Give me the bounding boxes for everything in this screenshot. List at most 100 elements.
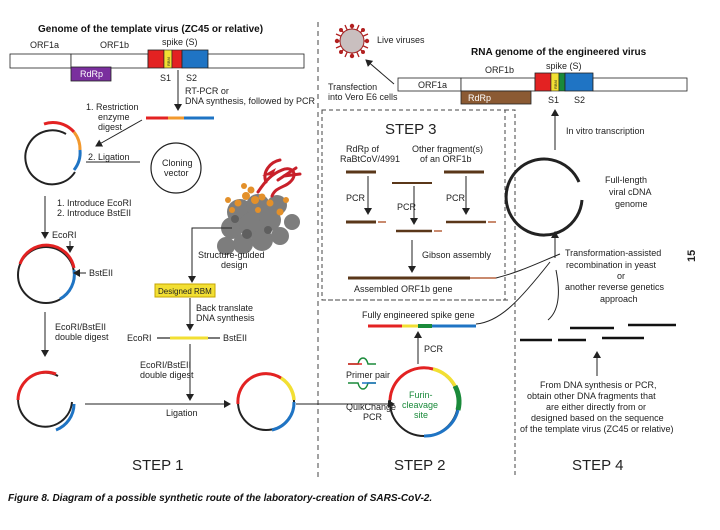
- rdrp-of-text-2: RaBtCoV/4991: [340, 154, 400, 164]
- orf1a-segment: [9, 53, 72, 69]
- cloning-text-1: Cloning: [162, 158, 193, 168]
- plasmid-5-furin: [388, 366, 462, 438]
- step1-label: STEP 1: [132, 457, 183, 474]
- double-digest-2b: double digest: [140, 370, 194, 380]
- engineered-genome: ORF1a ORF1b RdRp RBM spike (S) S1 S2: [397, 61, 688, 105]
- s2-segment: [181, 49, 209, 69]
- back-translate-text-1: Back translate: [196, 303, 253, 313]
- cdna-text-2: viral cDNA: [609, 187, 652, 197]
- step3-label: STEP 3: [385, 121, 436, 138]
- pcr-text-3: PCR: [446, 193, 466, 203]
- figure-caption: Figure 8. Diagram of a possible syntheti…: [8, 493, 433, 504]
- connector-orf1b-to-recombination: [495, 253, 561, 279]
- intro-bsteii-text: 2. Introduce BstEII: [57, 208, 131, 218]
- eng-s2-label: S2: [574, 95, 585, 105]
- from-text-3: are either directly from or: [546, 402, 646, 412]
- in-vitro-text: In vitro transcription: [566, 126, 645, 136]
- connector-fragments-to-recombination: [547, 269, 559, 321]
- other-fragments-text-2: of an ORF1b: [420, 154, 472, 164]
- from-text-4: designed based on the sequence: [531, 413, 664, 423]
- separator-step4: [505, 109, 516, 478]
- orf1a-label: ORF1a: [30, 40, 59, 50]
- rtpcr-text-1: RT-PCR or: [185, 86, 229, 96]
- cloning-text-2: vector: [164, 168, 189, 178]
- arrow-structure: [188, 227, 232, 283]
- restriction-text-3: digest: [98, 122, 123, 132]
- cloning-vector-circle: [150, 142, 202, 194]
- template-genome-title: Genome of the template virus (ZC45 or re…: [38, 24, 263, 35]
- assembled-orf1b-label: Assembled ORF1b gene: [354, 284, 453, 294]
- rdrp-segment: [70, 66, 112, 82]
- furin-text-1: Furin-: [409, 390, 433, 400]
- transfection-text-1: Transfection: [328, 82, 377, 92]
- double-digest-1b: double digest: [55, 332, 109, 342]
- plasmid-1: [24, 121, 82, 186]
- trans-text-2: recombination in yeast: [566, 260, 657, 270]
- double-digest-1a: EcoRI/BstEII: [55, 322, 106, 332]
- eng-rbm-label: RBM: [553, 80, 558, 89]
- pcr-text-2: PCR: [397, 202, 417, 212]
- back-translate-text-2: DNA synthesis: [196, 313, 255, 323]
- virus-icon: [334, 23, 370, 59]
- pcr-text-1: PCR: [346, 193, 366, 203]
- live-viruses-label: Live viruses: [377, 35, 425, 45]
- orf1b-label: ORF1b: [100, 40, 129, 50]
- rdrp-label: RdRp: [80, 69, 103, 79]
- step4-label: STEP 4: [572, 457, 623, 474]
- from-text-1: From DNA synthesis or PCR,: [540, 380, 657, 390]
- engineered-genome-title: RNA genome of the engineered virus: [471, 47, 647, 58]
- rbm-label: RBM: [166, 57, 171, 66]
- restriction-text-2: enzyme: [98, 112, 130, 122]
- step3-fragments: [346, 170, 486, 233]
- spike-pcr-text: PCR: [424, 344, 444, 354]
- eng-rdrp-label: RdRp: [468, 93, 491, 103]
- eng-spike-label: spike (S): [546, 61, 582, 71]
- plasmid-4: [236, 372, 296, 432]
- arrow-restriction: [95, 119, 143, 147]
- ligation-text: 2. Ligation: [88, 152, 130, 162]
- cdna-text-3: genome: [615, 199, 648, 209]
- rtpcr-text-2: DNA synthesis, followed by PCR: [185, 96, 316, 106]
- downstream-segment: [207, 53, 305, 69]
- structure-text-2: design: [221, 260, 248, 270]
- eng-orf1a-label: ORF1a: [418, 80, 447, 90]
- double-digest-2a: EcoRI/BstEII: [140, 360, 191, 370]
- trans-text-3: or: [617, 271, 625, 281]
- trans-text-4: another reverse genetics: [565, 282, 665, 292]
- spike-label: spike (S): [162, 37, 198, 47]
- designed-rbm-box: [154, 283, 216, 298]
- gibson-text: Gibson assembly: [422, 250, 492, 260]
- step2-label: STEP 2: [394, 457, 445, 474]
- spike-gene-label: Fully engineered spike gene: [362, 310, 475, 320]
- plasmid-2: [17, 243, 76, 304]
- restriction-text-1: 1. Restriction: [86, 102, 139, 112]
- rdrp-of-text-1: RdRp of: [346, 144, 380, 154]
- ligation-final-text: Ligation: [166, 408, 198, 418]
- ecori-fragment-label: EcoRI: [127, 333, 152, 343]
- furin-text-3: site: [414, 410, 428, 420]
- ecori-site-label: EcoRI: [52, 230, 77, 240]
- from-text-2: obtain other DNA fragments that: [527, 391, 656, 401]
- bsteii-fragment-label: BstEII: [223, 333, 247, 343]
- cdna-text-1: Full-length: [605, 175, 647, 185]
- quikchange-text-1: QuikChange: [346, 402, 396, 412]
- template-genome: ORF1a ORF1b RdRp RBM spike (S) S1 S2: [9, 37, 305, 83]
- eng-s1-label: S1: [548, 95, 559, 105]
- trans-text-5: approach: [600, 294, 638, 304]
- other-fragments-text-1: Other fragment(s): [412, 144, 483, 154]
- eng-orf1b-label: ORF1b: [485, 65, 514, 75]
- intro-ecori-text: 1. Introduce EcoRI: [57, 198, 132, 208]
- protein-structure-image: [217, 158, 302, 255]
- transfection-text-2: into Vero E6 cells: [328, 92, 398, 102]
- designed-rbm-label: Designed RBM: [158, 287, 212, 296]
- s1-segment-b: [171, 49, 183, 69]
- structure-text-1: Structure-guided: [198, 250, 265, 260]
- trans-text-1: Transformation-assisted: [565, 248, 661, 258]
- primer-pair-icon: [348, 357, 376, 390]
- bsteii-site-label: BstEII: [89, 268, 113, 278]
- s1-label: S1: [160, 73, 171, 83]
- cdna-genome-circle: [504, 157, 584, 237]
- dna-fragments: [520, 323, 676, 342]
- arrow-transfection: [365, 59, 395, 85]
